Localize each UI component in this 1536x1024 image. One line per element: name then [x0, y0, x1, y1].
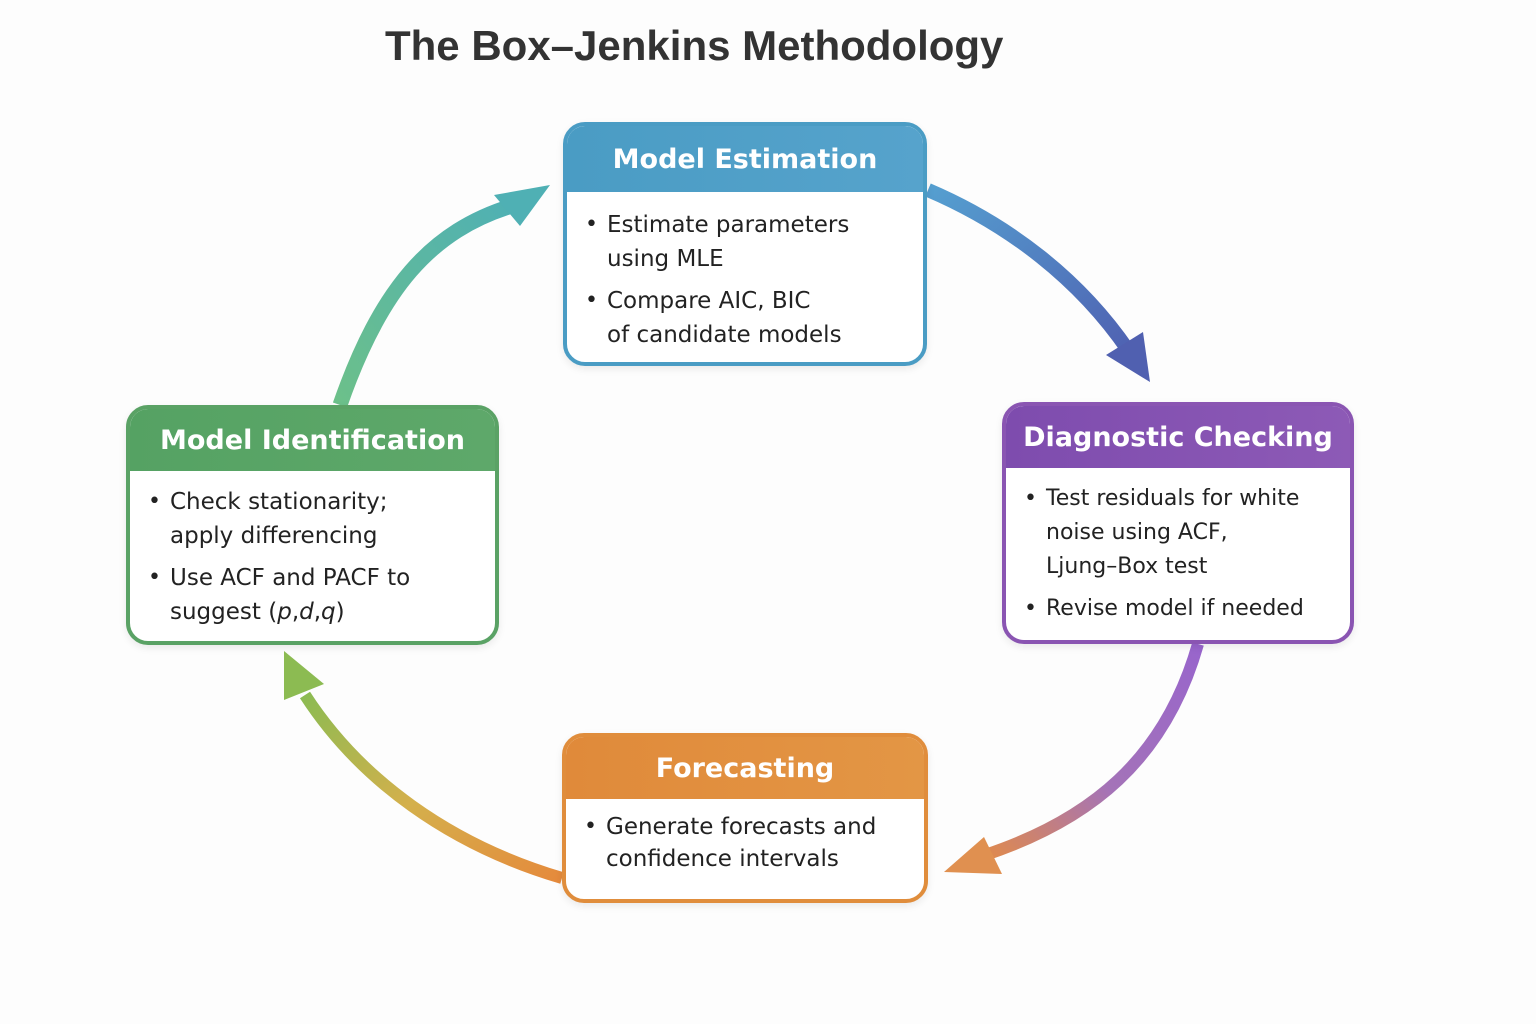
bullet-item: • Use ACF and PACF to suggest (p,d,q) [130, 561, 495, 629]
arrow-forecasting-to-identification [299, 691, 564, 884]
bullet-icon: • [585, 212, 598, 237]
arrow-diagnostic-to-forecasting [983, 642, 1204, 861]
arrow-estimation-to-diagnostic [925, 183, 1134, 354]
bullet-list: • Generate forecasts and confidence inte… [566, 799, 924, 875]
param-p: p [277, 599, 292, 625]
stage-heading: Model Identification [130, 409, 495, 471]
diagram-title: The Box–Jenkins Methodology [385, 22, 1004, 69]
arrowhead-forecasting-icon [944, 837, 1002, 874]
stage-card-forecasting: Forecasting • Generate forecasts and con… [562, 733, 928, 903]
bullet-list: • Check stationarity; apply differencing… [130, 471, 495, 629]
bullet-item: • Test residuals for white noise using A… [1006, 482, 1350, 584]
stage-heading: Forecasting [566, 737, 924, 799]
param-d: d [299, 599, 314, 625]
param-q: q [321, 599, 336, 625]
bullet-item: • Estimate parameters using MLE [567, 208, 923, 276]
stage-card-model-estimation: Model Estimation • Estimate parameters u… [563, 122, 927, 366]
stage-card-diagnostic-checking: Diagnostic Checking • Test residuals for… [1002, 402, 1354, 644]
bullet-list: • Estimate parameters using MLE • Compar… [567, 192, 923, 352]
bullet-icon: • [148, 489, 161, 514]
bullet-item: • Compare AIC, BIC of candidate models [567, 284, 923, 352]
stage-card-model-identification: Model Identification • Check stationarit… [126, 405, 499, 645]
bullet-icon: • [1024, 596, 1037, 621]
stage-heading: Model Estimation [567, 126, 923, 192]
stage-heading: Diagnostic Checking [1006, 406, 1350, 468]
bullet-list: • Test residuals for white noise using A… [1006, 468, 1350, 626]
bullet-icon: • [585, 288, 598, 313]
bullet-item: • Check stationarity; apply differencing [130, 485, 495, 553]
bullet-item: • Generate forecasts and confidence inte… [566, 811, 924, 875]
bullet-icon: • [584, 814, 597, 839]
arrowhead-identification-icon [284, 651, 324, 700]
bullet-item: • Revise model if needed [1006, 592, 1350, 626]
bullet-icon: • [1024, 486, 1037, 511]
arrowhead-diagnostic-icon [1106, 332, 1150, 382]
arrowhead-estimation-icon [494, 185, 550, 226]
bullet-icon: • [148, 565, 161, 590]
arrow-identification-to-estimation [332, 197, 518, 408]
